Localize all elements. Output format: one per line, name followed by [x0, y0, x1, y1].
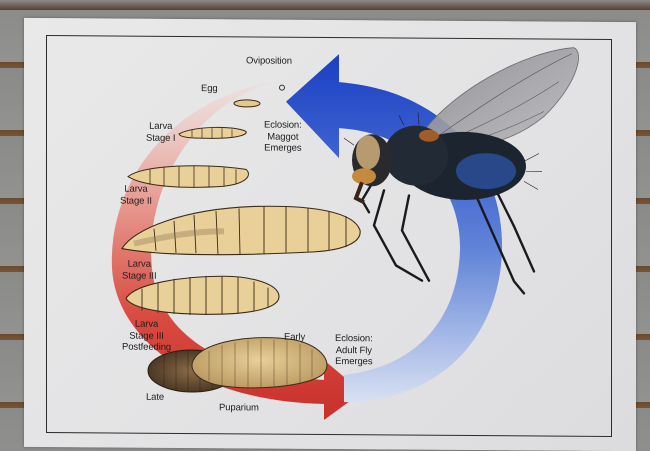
larva-stage-3-illustration: [122, 205, 360, 255]
label-eclosion-adult: Eclosion: Adult Fly Emerges: [335, 333, 373, 368]
label-line: Larva: [122, 259, 156, 271]
label-line: Stage III: [122, 270, 156, 282]
egg-illustration: [234, 100, 260, 107]
label-line: Stage III: [122, 330, 171, 342]
label-eclosion-maggot: Eclosion: Maggot Emerges: [264, 120, 302, 155]
label-late: Late: [146, 392, 164, 404]
label-line: Eclosion:: [335, 333, 373, 345]
wall-shelf-edge: [0, 0, 650, 10]
label-early: Early: [284, 332, 305, 344]
label-larva-stage-3-postfeeding: Larva Stage III Postfeeding: [122, 319, 171, 354]
label-line: Adult Fly: [335, 345, 373, 357]
label-larva-stage-1: Larva Stage I: [146, 121, 175, 144]
label-line: Stage I: [146, 132, 175, 144]
label-larva-stage-3: Larva Stage III: [122, 259, 156, 282]
life-cycle-diagram: [24, 18, 636, 451]
label-line: Larva: [122, 319, 171, 331]
label-line: Larva: [146, 121, 175, 133]
oviposition-dot: [280, 85, 285, 90]
label-line: Eclosion:: [264, 120, 302, 132]
label-line: Emerges: [335, 356, 373, 368]
label-line: Maggot: [264, 131, 302, 143]
label-line: Postfeeding: [122, 342, 171, 354]
label-line: Stage II: [120, 195, 152, 207]
label-line: Larva: [120, 184, 152, 196]
label-late-text: Late: [146, 392, 164, 404]
label-oviposition: Oviposition: [246, 55, 292, 67]
label-line: Emerges: [264, 143, 302, 155]
label-early-text: Early: [284, 332, 305, 344]
label-oviposition-text: Oviposition: [246, 55, 292, 67]
label-larva-stage-2: Larva Stage II: [120, 184, 152, 207]
puparium-early-illustration: [192, 337, 327, 389]
label-puparium: Puparium: [219, 402, 259, 414]
life-cycle-poster: Oviposition Egg Eclosion: Maggot Emerges…: [24, 18, 636, 451]
label-egg-text: Egg: [201, 83, 218, 95]
label-egg: Egg: [201, 83, 218, 95]
label-puparium-text: Puparium: [219, 402, 259, 414]
